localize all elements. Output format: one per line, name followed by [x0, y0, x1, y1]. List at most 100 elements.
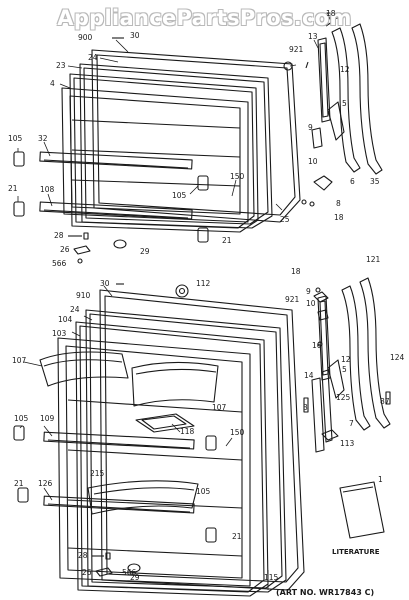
callout-label: 18	[326, 9, 336, 18]
callout-label: 3	[303, 403, 308, 412]
plug	[175, 284, 189, 298]
callout-label: 105	[14, 414, 29, 423]
fresh-food-door-assembly	[13, 283, 305, 597]
callout-label: 900	[78, 33, 93, 42]
callout-label: 9	[306, 287, 311, 296]
callout-label: 921	[285, 295, 300, 304]
callout-label: 107	[212, 403, 227, 412]
callout-label: 105	[8, 134, 23, 143]
dairy-bin-right	[131, 361, 219, 407]
shelf-clip	[205, 435, 217, 451]
hinge-bracket	[327, 359, 345, 399]
freezer-door-liner	[61, 87, 249, 223]
freezer-door-gasket	[79, 63, 273, 229]
hinge-plate	[73, 245, 91, 255]
butter-tray	[135, 413, 195, 433]
callout-label: 23	[56, 61, 66, 70]
handle-trim	[317, 295, 331, 381]
fresh-food-door-gasket	[85, 309, 287, 593]
callout-label: 150	[230, 428, 245, 437]
callout-label: 103	[52, 329, 67, 338]
fresh-food-handle-parts	[303, 277, 391, 539]
fresh-food-shelf-bar-1	[43, 431, 195, 450]
freezer-handle-parts	[305, 12, 383, 191]
callout-label: 566	[52, 259, 67, 268]
fresh-food-door-outer-panel	[99, 289, 305, 591]
callout-label: 121	[366, 255, 381, 264]
callout-label: 115	[264, 573, 279, 582]
callout-label: 10	[308, 157, 318, 166]
callout-label: 109	[40, 414, 55, 423]
shelf-clip	[13, 151, 25, 167]
callout-label: 29	[140, 247, 150, 256]
handle-trim	[317, 37, 331, 123]
callout-label: 126	[38, 479, 53, 488]
literature-booklet	[339, 481, 385, 539]
fresh-food-door-liner	[57, 337, 251, 587]
art-number: (ART NO. WR17843 C)	[276, 588, 375, 597]
freezer-door-outer-panel	[91, 49, 301, 223]
literature-label: LITERATURE	[332, 548, 380, 556]
shelf-clip	[17, 487, 29, 503]
hinge-plate	[95, 567, 113, 577]
leader-lines	[17, 39, 319, 590]
trim-strip	[311, 377, 325, 453]
callout-label: 215	[90, 469, 105, 478]
callout-label: 26	[60, 245, 70, 254]
freezer-door-assembly	[13, 37, 301, 264]
shelf-clip	[13, 425, 25, 441]
callout-label: 125	[336, 393, 351, 402]
callout-label: 21	[232, 532, 242, 541]
callout-label: 105	[196, 487, 211, 496]
callout-label: 9	[308, 123, 313, 132]
callout-label: 12	[341, 355, 351, 364]
callout-label: 24	[70, 305, 80, 314]
handle-bar-right	[351, 23, 383, 175]
callout-label: 107	[12, 356, 27, 365]
hinge-bracket	[327, 101, 345, 141]
handle-bar-left	[331, 27, 361, 173]
callout-label: 13	[308, 32, 318, 41]
callout-label: 150	[230, 172, 245, 181]
callout-label: 566	[122, 568, 137, 577]
callout-label: 35	[370, 177, 380, 186]
grommet	[127, 563, 141, 573]
callout-label: 113	[340, 439, 355, 448]
handle-bar-left	[341, 285, 371, 431]
callout-label: 26	[82, 568, 92, 577]
callout-label: 30	[130, 31, 140, 40]
freezer-shelf-bar-lower	[39, 201, 193, 220]
callout-label: 910	[76, 291, 91, 300]
door-bin	[87, 480, 199, 515]
callout-label: 104	[58, 315, 73, 324]
callout-label: 7	[349, 419, 354, 428]
callout-label: 25	[280, 215, 290, 224]
callout-label: 6	[350, 177, 355, 186]
callout-label: 30	[100, 279, 110, 288]
freezer-shelf-bar-upper	[39, 151, 193, 170]
callout-label: 5	[342, 99, 347, 108]
callout-label: 18	[291, 267, 301, 276]
shelf-clip	[205, 527, 217, 543]
callout-label: 12	[340, 65, 350, 74]
handle-bar-right	[359, 277, 391, 429]
shelf-clip	[197, 227, 209, 243]
callout-label: 29	[130, 573, 140, 582]
callout-label: 921	[289, 45, 304, 54]
grommet	[113, 239, 127, 249]
callout-label: 28	[78, 551, 88, 560]
callout-label: 4	[50, 79, 55, 88]
callout-label: 87	[380, 397, 390, 406]
callout-label: 21	[14, 479, 24, 488]
dairy-bin-left	[39, 351, 129, 387]
callout-label: 28	[54, 231, 64, 240]
callout-label: 14	[304, 371, 314, 380]
callout-label: 24	[88, 53, 98, 62]
callout-label: 108	[40, 185, 55, 194]
callout-label: 124	[390, 353, 405, 362]
callout-label: 118	[180, 427, 195, 436]
callout-label: 1	[378, 475, 383, 484]
shelf-clip	[13, 201, 25, 217]
callout-label: 21	[8, 184, 18, 193]
callout-label: 10	[306, 299, 316, 308]
